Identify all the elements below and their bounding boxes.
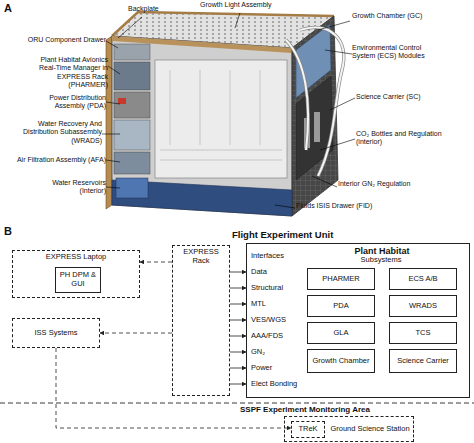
node-label: GLA (333, 329, 348, 338)
subsystem-box: TCS (389, 322, 457, 344)
node-label: ECS A/B (408, 275, 437, 284)
node-label: Growth Chamber (312, 357, 369, 366)
callout-label: Environmental Control System (ECS) Modul… (352, 44, 434, 61)
callout-label: Water Reservoirs (Interior) (44, 179, 106, 196)
callout-label: Air Filtration Assembly (AFA) (2, 156, 106, 164)
callout-label: Fluids ISIS Drawer (FID) (296, 202, 416, 210)
oru-drawer (114, 44, 150, 60)
growth-chamber (155, 60, 287, 178)
callout-label: Growth Light Assembly (200, 1, 290, 9)
callout-label: Plant Habitat Avionics Real-Time Manager… (26, 56, 108, 90)
node-label: TReK (298, 425, 317, 434)
diagram-label: GN₂ (251, 347, 305, 356)
subsystem-box: WRADS (389, 295, 457, 317)
dashed-system-box: EXPRESS Laptop PH DPM & GUI (12, 250, 140, 298)
connector-arrow (230, 320, 246, 321)
connector-arrow (230, 352, 246, 353)
node-label: PHARMER (322, 275, 360, 284)
node-label: Science Carrier (397, 357, 449, 366)
node-label: PDA (333, 302, 348, 311)
node-label: EXPRESS Laptop (46, 253, 106, 262)
diagram-label: Elect Bonding (251, 379, 305, 388)
node-label: TCS (416, 329, 431, 338)
diagram-label: Structural (251, 283, 305, 292)
connector-arrow (230, 288, 246, 289)
callout-label: Science Carrier (SC) (356, 93, 456, 101)
water-reservoir (116, 178, 148, 198)
diagram-label: Subsystems (306, 255, 456, 264)
callout-label: Water Recovery And Distribution Subassem… (22, 120, 102, 145)
diagram-label: MTL (251, 299, 305, 308)
subsystem-box: PH DPM & GUI (55, 267, 101, 293)
front-face (112, 36, 292, 216)
subsystem-box: ECS A/B (389, 268, 457, 290)
diagram-label: B (4, 225, 18, 238)
chamber-detail (160, 70, 282, 160)
callout-label: ORU Component Drawer (16, 36, 106, 44)
connector-arrow (230, 272, 246, 273)
subsystem-box: Growth Chamber (307, 349, 375, 373)
co2-bottle (314, 112, 320, 142)
callout-label: Interior GN₂ Regulation (338, 180, 458, 188)
connector-arrow (56, 348, 291, 428)
diagram-label: Power (251, 363, 305, 372)
diagram-label: Interfaces (251, 251, 305, 260)
subsystem-box: PDA (307, 295, 375, 317)
connector-arrow (230, 304, 246, 305)
node-heading: Plant Habitat (354, 246, 409, 256)
side-face (292, 16, 338, 216)
dashed-system-box: TReK (291, 421, 325, 438)
node-label: Ground Science Station (330, 425, 409, 434)
tube (286, 40, 308, 150)
dashed-system-box: Ground Science Station TReK (284, 416, 414, 442)
subsystem-box: GLA (307, 322, 375, 344)
dashed-system-box: ISS Systems (12, 318, 100, 348)
connector-arrow (100, 333, 172, 334)
subsystem-box: PHARMER (307, 268, 375, 290)
diagram-label: VES/WGS (251, 315, 305, 324)
wrads-unit (114, 120, 150, 150)
pharmer-unit (114, 62, 150, 90)
callout-label: CO₂ Bottles and Regulation (interior) (356, 130, 456, 147)
connector-arrow (140, 262, 172, 263)
diagram-label: SSPF Experiment Monitoring Area (240, 405, 460, 415)
node-label: PH DPM & GUI (58, 271, 98, 288)
connector-arrow (230, 336, 246, 337)
node-label: ISS Systems (35, 329, 78, 338)
diagram-label: Data (251, 267, 305, 276)
connector-arrow (230, 384, 246, 385)
pda-unit (114, 92, 150, 118)
pda-accent (118, 98, 126, 104)
node-label: EXPRESS Rack (175, 248, 227, 265)
leader-lines (102, 13, 355, 208)
area-separator (0, 403, 474, 404)
diagram-label: Flight Experiment Unit (232, 229, 392, 240)
callout-label: Power Distribution Assembly (PDA) (40, 94, 106, 111)
node-label: WRADS (409, 302, 437, 311)
subsystem-box: Science Carrier (389, 349, 457, 373)
callout-label: A (4, 2, 18, 15)
connector-arrow (230, 368, 246, 369)
frame-edge (112, 12, 334, 36)
diagram-label: AAA/FDS (251, 331, 305, 340)
callout-label: Backplate (128, 5, 188, 13)
dashed-system-box: EXPRESS Rack (172, 245, 230, 396)
callout-label: Growth Chamber (GC) (352, 12, 452, 20)
science-carrier (296, 76, 333, 180)
tube-outline (286, 40, 308, 150)
afa-unit (114, 152, 150, 174)
